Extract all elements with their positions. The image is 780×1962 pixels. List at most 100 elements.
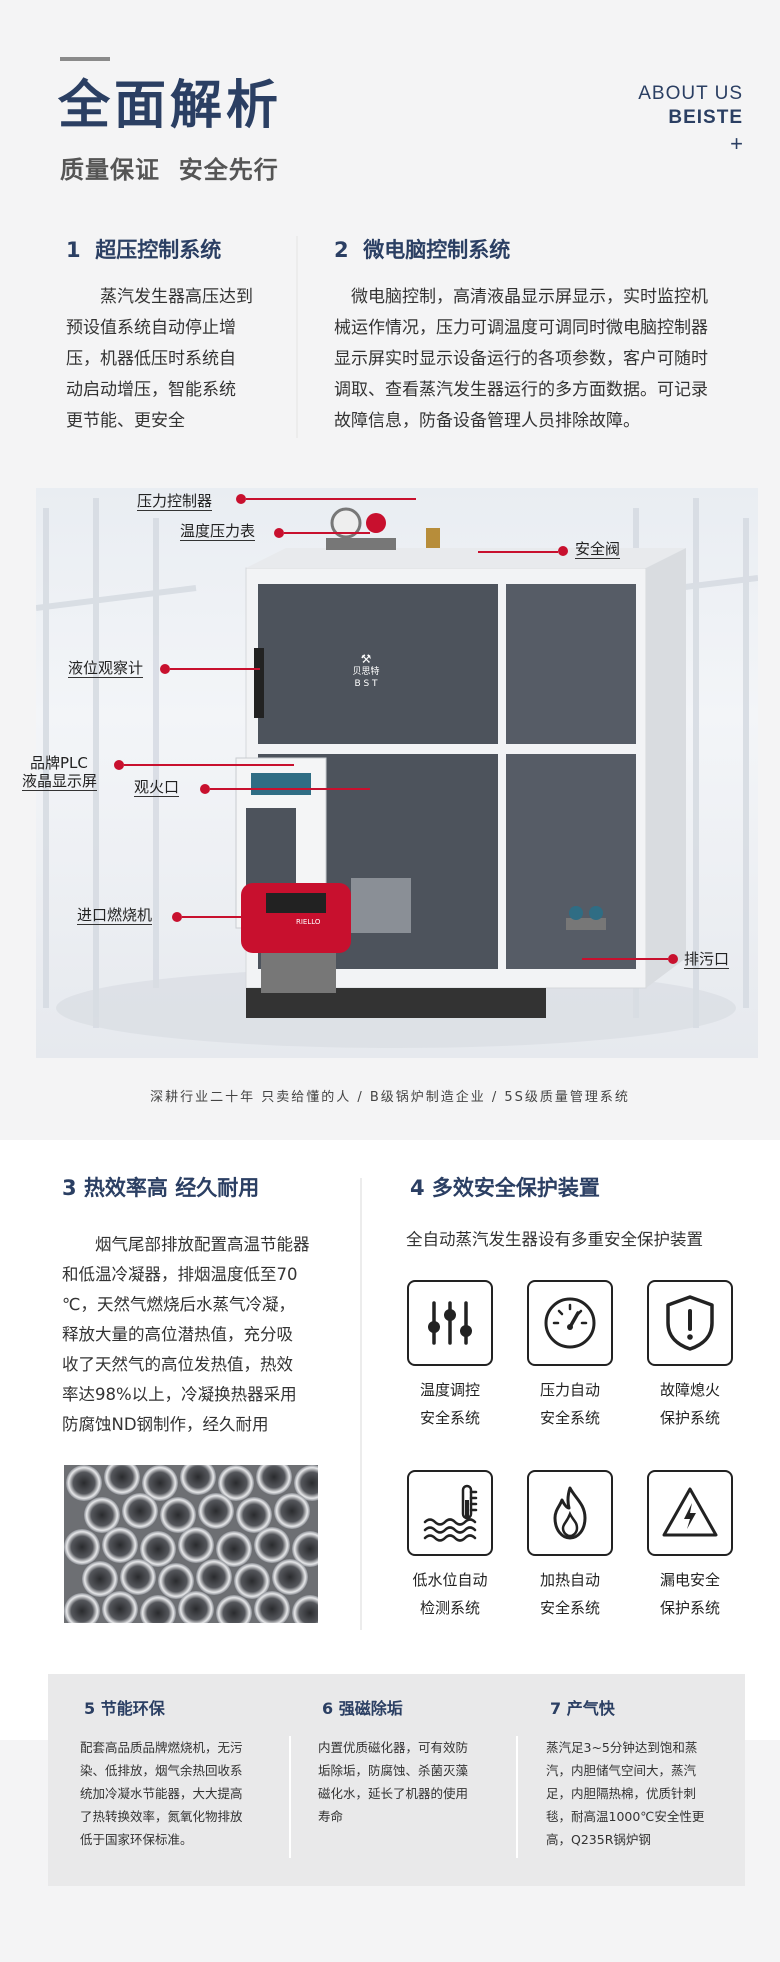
callout-line <box>124 764 294 766</box>
flame-icon <box>527 1470 613 1556</box>
feature-line2: 检测系统 <box>419 1599 480 1617</box>
section1-text: 蒸汽发生器高压达到 预设值系统自动停止增 压，机器低压时系统自 动启动增压，智能… <box>66 282 306 437</box>
panel7-line: 高，Q235R锅炉钢 <box>546 1832 651 1847</box>
panel7-line: 蒸汽足3~5分钟达到饱和蒸 <box>546 1740 698 1755</box>
callout-line <box>182 916 276 918</box>
panel5-title: 5 节能环保 <box>84 1699 165 1718</box>
callout-line <box>170 668 260 670</box>
callout-temp-pressure-gauge: 温度压力表 <box>180 522 256 541</box>
section2-title: 微电脑控制系统 <box>363 238 511 262</box>
callout-safety-valve: 安全阀 <box>575 540 621 559</box>
page-title: 全面解析 <box>58 76 283 136</box>
panel5-line: 配套高品质品牌燃烧机，无污 <box>80 1740 243 1755</box>
callout-dot <box>160 664 170 674</box>
section3-line: 烟气尾部排放配置高温节能器 <box>95 1235 310 1254</box>
section2-line: 显示屏实时显示设备运行的各项参数，客户可随时 <box>334 349 708 369</box>
feature-line1: 低水位自动 <box>412 1571 488 1589</box>
product-image: ⚒ 贝思特 B S T RIELLO <box>36 488 758 1058</box>
callout-sight-port: 观火口 <box>134 778 180 797</box>
feature-label: 温度调控安全系统 <box>390 1376 510 1432</box>
callout-pressure-controller: 压力控制器 <box>137 492 213 511</box>
section2-line: 械运作情况，压力可调温度可调同时微电脑控制器 <box>334 318 708 338</box>
callout-dot <box>114 760 124 770</box>
section2-heading: 2 微电脑控制系统 <box>334 234 510 264</box>
section2-line: 调取、查看蒸汽发生器运行的多方面数据。可记录 <box>334 380 708 400</box>
panel6-title: 6 强磁除垢 <box>322 1699 403 1718</box>
gauge-icon <box>527 1280 613 1366</box>
callout-burner: 进口燃烧机 <box>77 906 153 925</box>
callout-line <box>284 532 370 534</box>
feature-line1: 温度调控 <box>419 1381 480 1399</box>
callout-dot <box>172 912 182 922</box>
section4-intro: 全自动蒸汽发生器设有多重安全保护装置 <box>406 1230 703 1249</box>
feature-label: 低水位自动检测系统 <box>390 1566 510 1622</box>
header-accent-line <box>60 57 110 61</box>
feature-line1: 压力自动 <box>539 1381 600 1399</box>
pipes-illustration <box>64 1465 318 1623</box>
feature-line1: 加热自动 <box>539 1571 600 1589</box>
features-band <box>0 1140 780 1740</box>
callout-dot <box>274 528 284 538</box>
about-us-block[interactable]: ABOUT US BEISTE + <box>638 82 743 157</box>
feature-line2: 安全系统 <box>539 1599 600 1617</box>
panel7-text: 蒸汽足3~5分钟达到饱和蒸 汽，内胆储气空间大，蒸汽 足，内胆隔热棉，优质针刺 … <box>546 1736 732 1851</box>
feature-line2: 保护系统 <box>659 1409 720 1427</box>
panel-divider <box>516 1736 518 1858</box>
callout-line <box>582 958 668 960</box>
panel6-text: 内置优质磁化器，可有效防 垢除垢，防腐蚀、杀菌灭藻 磁化水，延长了机器的使用 寿… <box>318 1736 498 1828</box>
panel5-line: 了热转换效率，氮氧化物排放 <box>80 1809 243 1824</box>
feature-label: 加热自动安全系统 <box>510 1566 630 1622</box>
section1-line: 动启动增压，智能系统 <box>66 380 236 400</box>
steam-generator-illustration: ⚒ <box>36 498 758 1048</box>
steel-pipes-image <box>64 1465 318 1623</box>
section2-line: 微电脑控制，高清液晶显示屏显示，实时监控机 <box>351 287 708 307</box>
panel7-line: 汽，内胆储气空间大，蒸汽 <box>546 1763 697 1778</box>
brand-logo-en: B S T <box>354 679 378 689</box>
feature-label: 压力自动安全系统 <box>510 1376 630 1432</box>
panel6-line: 内置优质磁化器，可有效防 <box>318 1740 469 1755</box>
section3-line: 防腐蚀ND钢制作，经久耐用 <box>62 1415 269 1434</box>
section-divider <box>360 1178 362 1630</box>
section3-line: ℃，天然气燃烧后水蒸气冷凝， <box>62 1295 296 1314</box>
page-subtitle: 质量保证 安全先行 <box>60 156 279 184</box>
panel6-line: 寿命 <box>318 1809 344 1824</box>
callout-line <box>478 551 558 553</box>
panel7-line: 毯，耐高温1000℃安全性更 <box>546 1809 705 1824</box>
section3-heading: 3 热效率高 经久耐用 <box>62 1176 260 1200</box>
panel7-line: 足，内胆隔热棉，优质针刺 <box>546 1786 697 1801</box>
feature-line1: 故障熄火 <box>659 1381 720 1399</box>
panel5-line: 染、低排放，烟气余热回收系 <box>80 1763 243 1778</box>
section3-line: 收了天然气的高位发热值，热效 <box>62 1355 293 1374</box>
plus-icon[interactable]: + <box>730 130 743 156</box>
callout-level-gauge: 液位观察计 <box>68 659 144 678</box>
panel5-line: 低于国家环保标准。 <box>80 1832 193 1847</box>
section-divider <box>296 236 298 438</box>
svg-text:⚒: ⚒ <box>361 652 372 666</box>
callout-line <box>246 498 416 500</box>
panel5-line: 统加冷凝水节能器，大大提高 <box>80 1786 243 1801</box>
bottom-panel <box>48 1674 745 1886</box>
feature-line2: 安全系统 <box>419 1409 480 1427</box>
section1-line: 蒸汽发生器高压达到 <box>100 287 253 307</box>
feature-line2: 保护系统 <box>659 1599 720 1617</box>
burner-logo: RIELLO <box>296 918 321 926</box>
panel5-text: 配套高品质品牌燃烧机，无污 染、低排放，烟气余热回收系 统加冷凝水节能器，大大提… <box>80 1736 270 1851</box>
section1-line: 预设值系统自动停止增 <box>66 318 236 338</box>
electric-warning-icon <box>647 1470 733 1556</box>
brand-logo-cn: 贝思特 <box>352 667 380 677</box>
callout-dot <box>236 494 246 504</box>
callout-plc-line1: 品牌PLC <box>30 754 88 772</box>
water-level-icon <box>407 1470 493 1556</box>
section3-line: 率达98%以上，冷凝换热器采用 <box>62 1385 297 1404</box>
section1-line: 压，机器低压时系统自 <box>66 349 236 369</box>
callout-plc-line2: 液晶显示屏 <box>22 772 98 791</box>
panel6-line: 磁化水，延长了机器的使用 <box>318 1786 469 1801</box>
feature-label: 故障熄火保护系统 <box>630 1376 750 1432</box>
callout-dot <box>200 784 210 794</box>
section3-text: 烟气尾部排放配置高温节能器 和低温冷凝器，排烟温度低至70 ℃，天然气燃烧后水蒸… <box>62 1230 332 1440</box>
section3-line: 释放大量的高位潜热值，充分吸 <box>62 1325 293 1344</box>
callout-line <box>210 788 370 790</box>
panel7-title: 7 产气快 <box>550 1699 615 1718</box>
callout-dot <box>558 546 568 556</box>
brand-label: BEISTE <box>668 106 743 128</box>
